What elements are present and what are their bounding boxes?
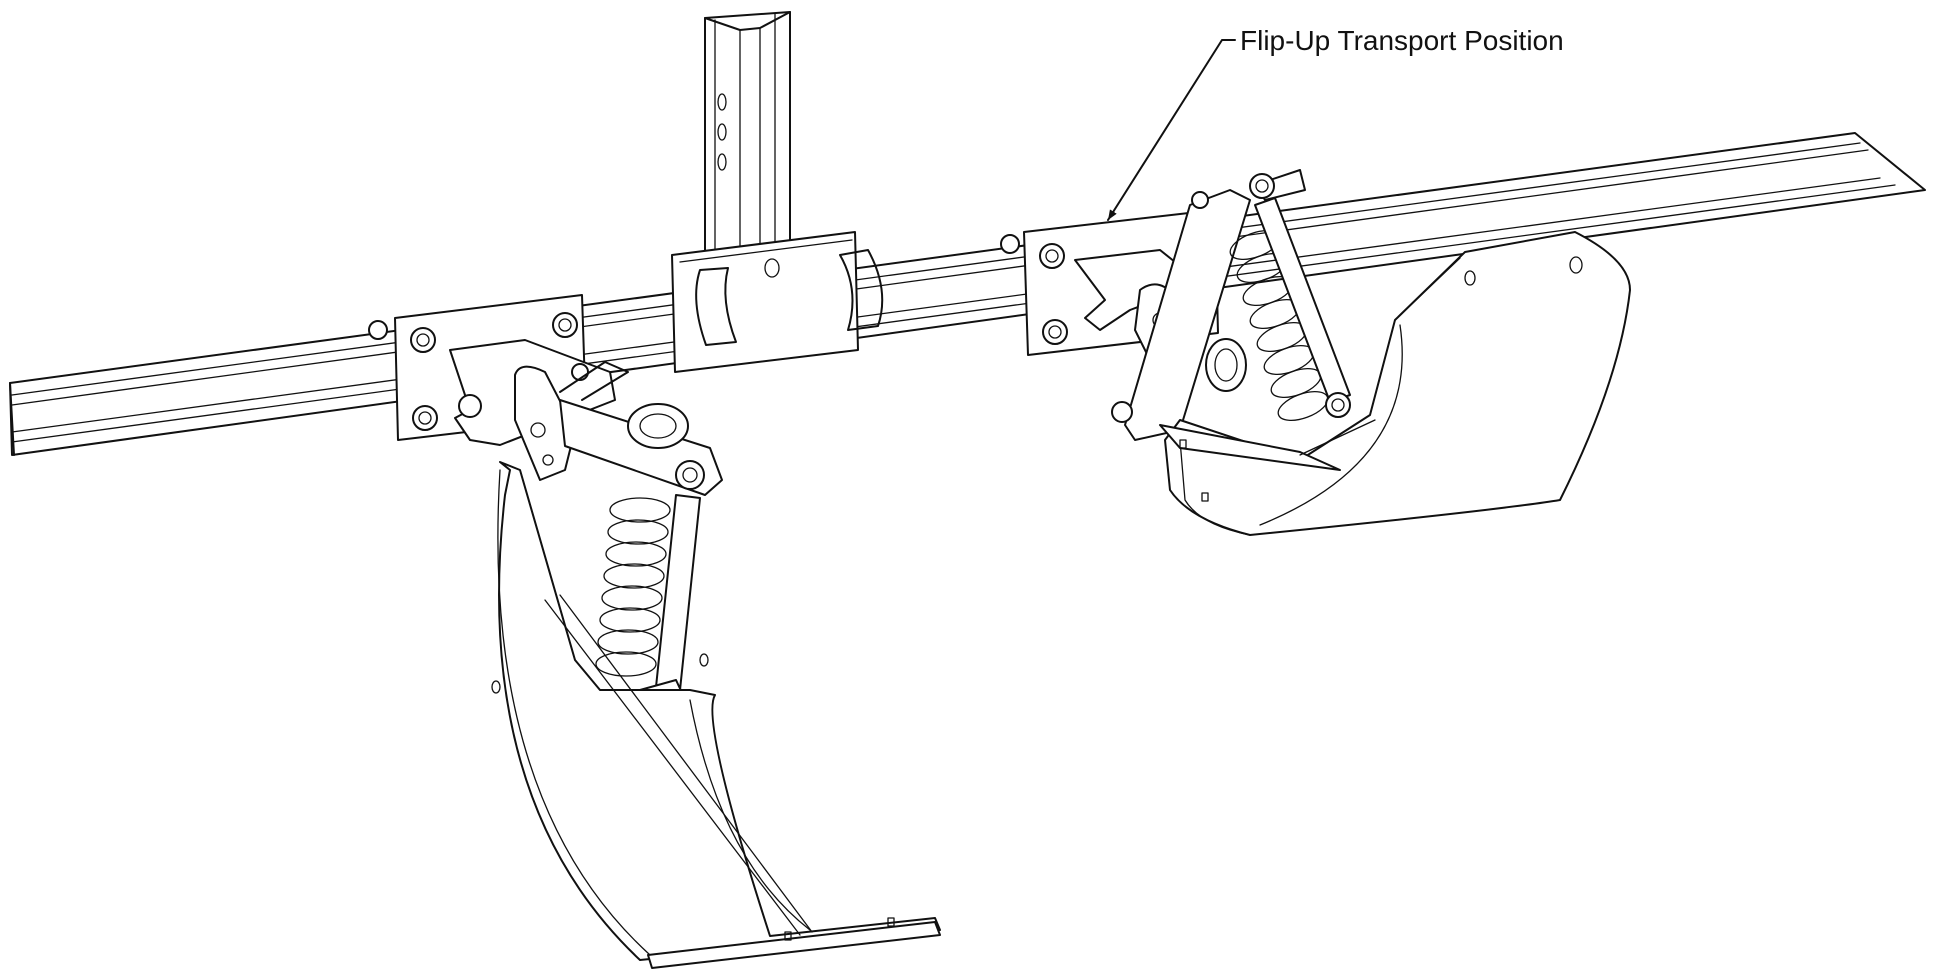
right-shock-rod (1254, 197, 1351, 418)
mounting-post (704, 11, 791, 261)
right-hinge-bracket (1074, 169, 1306, 441)
left-shank-shield (491, 461, 941, 969)
right-shank-shield-flipped (1159, 231, 1631, 536)
left-spring (595, 497, 671, 677)
toolbar-beam (9, 132, 1926, 456)
callout-label: Flip-Up Transport Position (1240, 25, 1564, 56)
callout-annotation: Flip-Up Transport Position (1107, 25, 1564, 221)
post-clamp (671, 231, 884, 373)
left-hinge-bracket (449, 339, 723, 496)
